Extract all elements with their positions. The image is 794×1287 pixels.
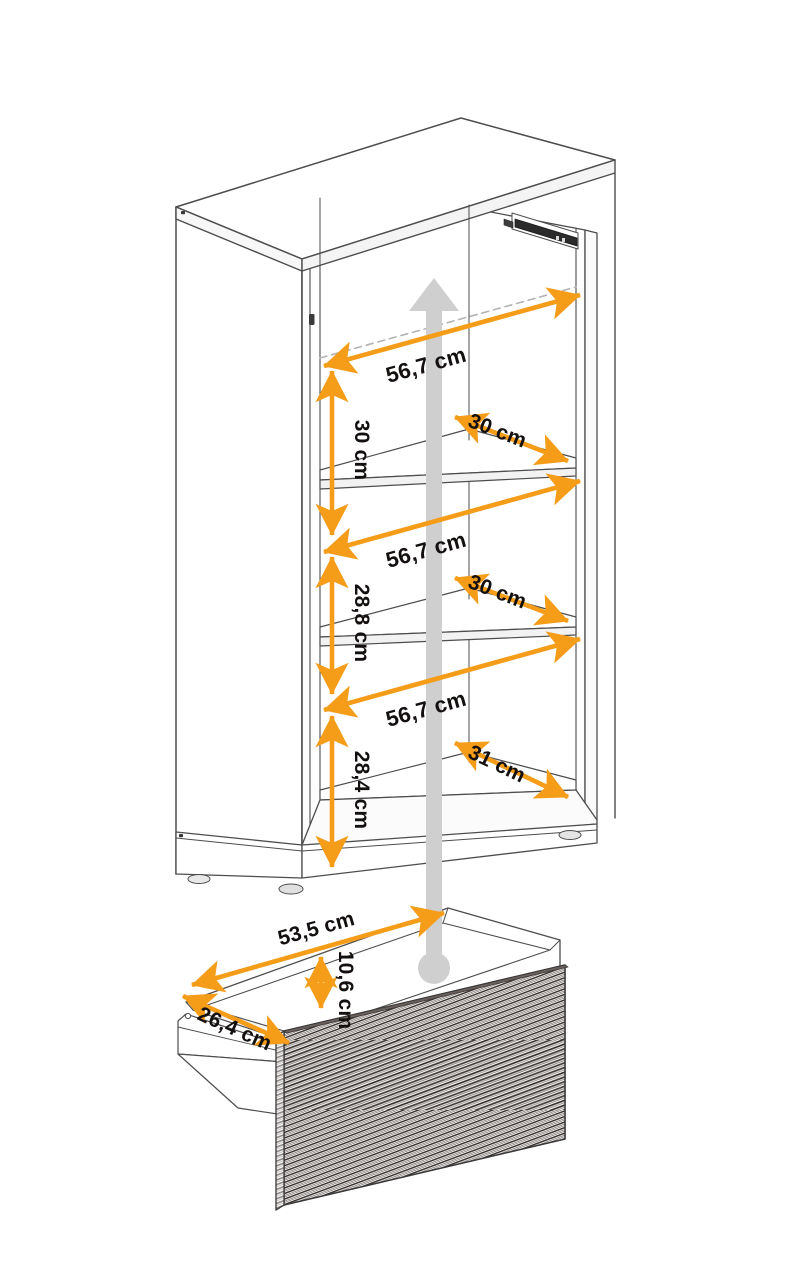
- label-drawer-height: 10,6 cm: [334, 951, 357, 1029]
- dim-arrow-width-top: [323, 287, 581, 374]
- label-height-middle: 28,8 cm: [350, 584, 373, 662]
- label-height-bottom: 28,4 cm: [350, 751, 373, 829]
- cabinet-assembly: [175, 117, 616, 895]
- dim-arrow-width-middle: [323, 473, 581, 560]
- cabinet-top-panel: [175, 117, 616, 272]
- dim-arrow-depth-bottom: [454, 740, 569, 800]
- cabinet-back-panel: [301, 175, 586, 846]
- cam-lock-dot-top: [181, 211, 185, 215]
- drawer-right-wall-edge: [549, 939, 561, 951]
- dim-arrow-width-bottom: [323, 631, 581, 718]
- dimension-annotations: [182, 287, 581, 1046]
- cabinet-left-side-panel: [175, 175, 303, 875]
- drawer-slide-rail: [503, 212, 579, 250]
- cabinet-left-inner-wall: [309, 195, 321, 841]
- cam-lock-fitting: [309, 314, 315, 325]
- cabinet-right-side-panel: [584, 229, 598, 823]
- dim-arrow-drawer-width: [191, 905, 445, 993]
- drawer-screw-hole: [184, 1012, 192, 1020]
- cabinet-base-plinth: [175, 823, 598, 879]
- dim-arrow-depth-top: [454, 412, 569, 466]
- dim-arrow-drawer-depth: [182, 993, 290, 1046]
- insertion-arrow-shaft: [426, 302, 442, 968]
- label-height-top: 30 cm: [350, 420, 373, 481]
- dim-arrow-depth-middle: [454, 573, 569, 626]
- cam-lock-dot-base: [179, 834, 183, 838]
- cabinet-feet: [187, 830, 582, 895]
